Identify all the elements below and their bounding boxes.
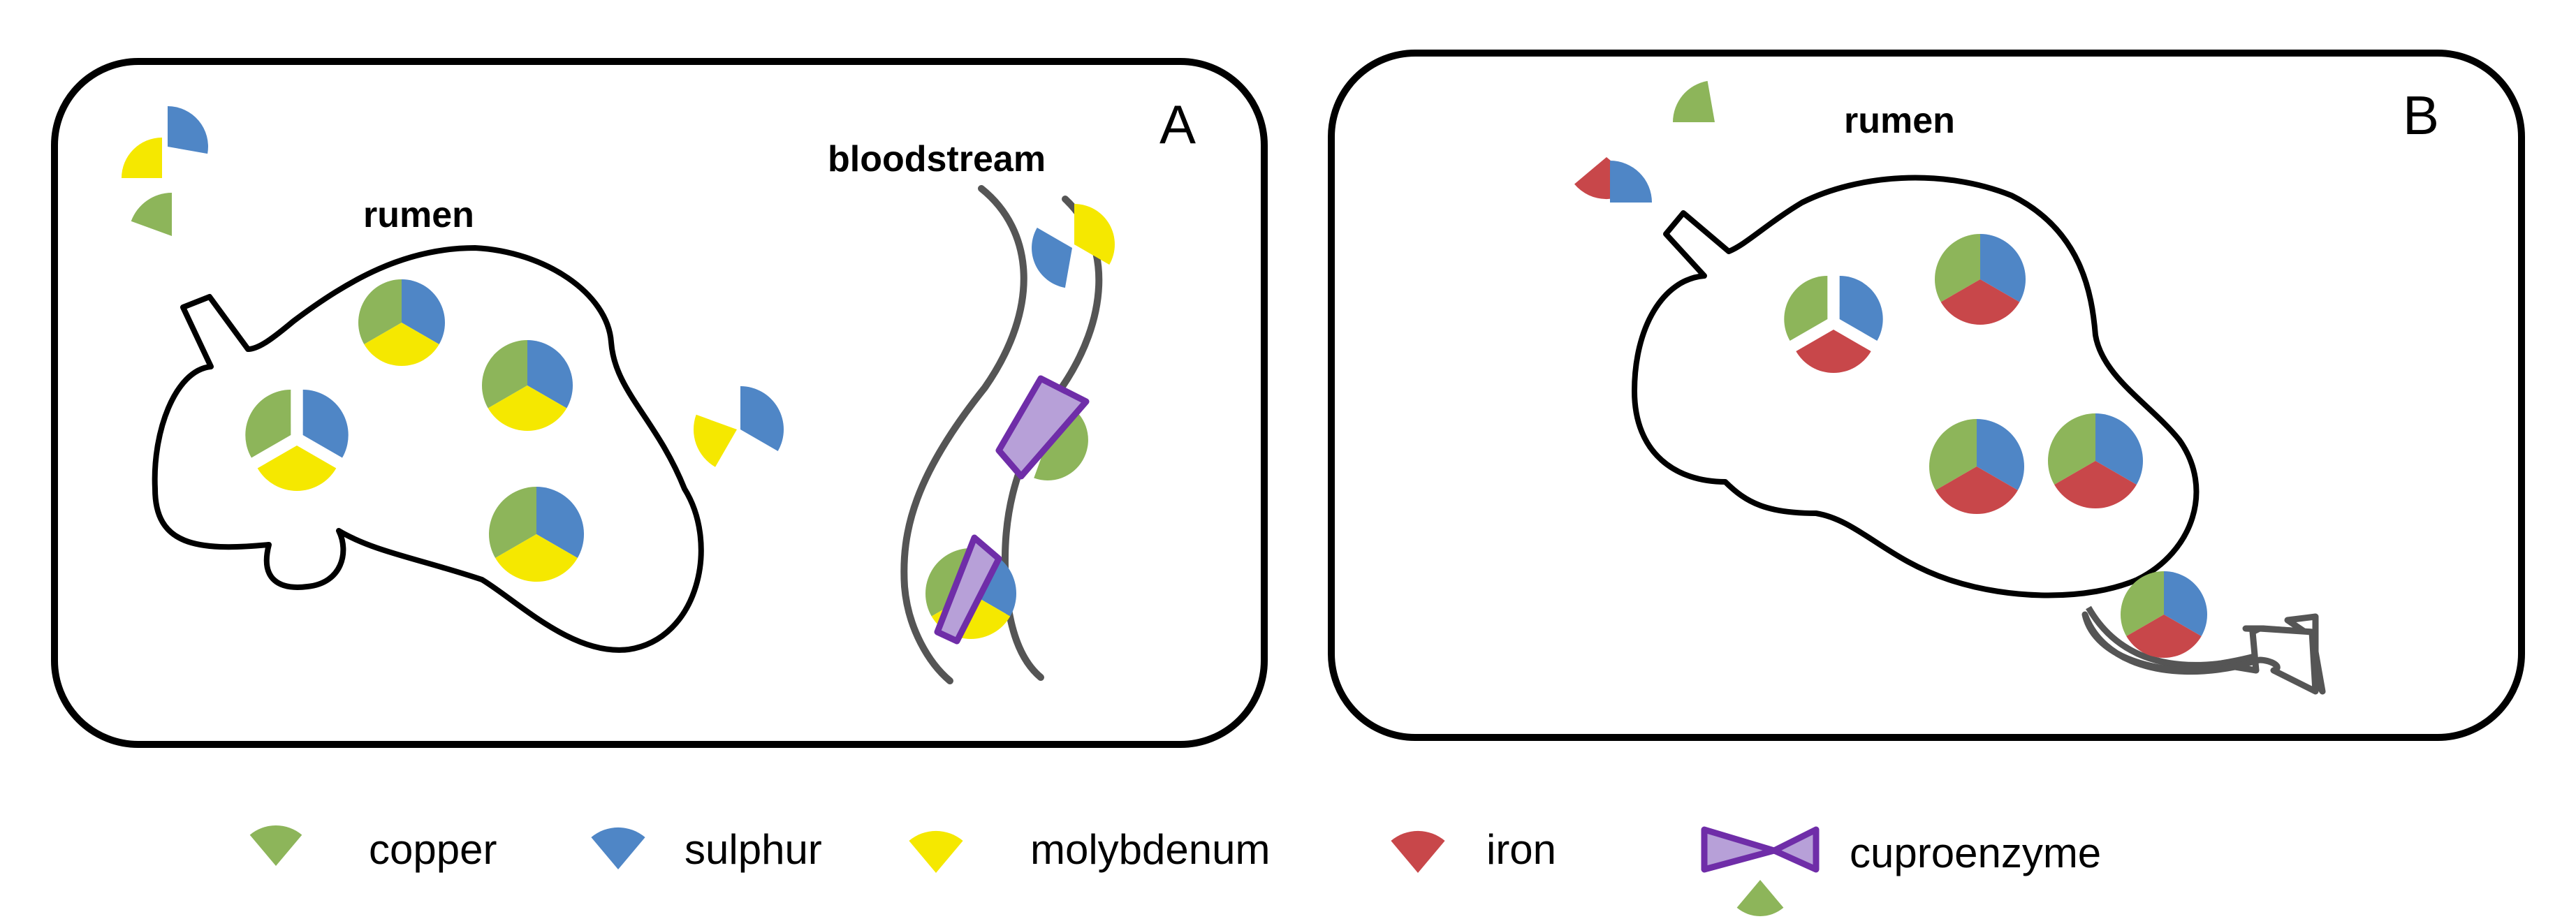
panel-a-loose-sulphur <box>168 106 208 154</box>
panel-a-molecule-3 <box>245 389 349 492</box>
legend-swatches <box>249 825 1784 916</box>
panel-b: B rumen <box>1328 50 2525 741</box>
panel-a-molecule-2-copper-segment <box>481 340 527 409</box>
panel-b-molecule-4 <box>2047 413 2144 509</box>
panel-a-molecule-4-molybdenum-segment <box>495 534 578 582</box>
panel-b-molecule-4-copper-segment <box>2047 413 2095 485</box>
panel-a-molecule-1-sulphur-segment <box>402 279 446 344</box>
panel-b-molecule-1-copper-segment <box>1784 276 1828 341</box>
panel-a-loose-copper <box>131 193 172 236</box>
panel-a-molecule-2 <box>481 340 573 432</box>
panel-b-rumen-stomach-icon <box>1632 175 2200 598</box>
panel-b-molecule-2 <box>1934 234 2026 325</box>
panel-b-molecule-excreted <box>2120 571 2208 659</box>
panel-a-cuproenzyme-icon-1 <box>995 375 1090 480</box>
legend-label-sulphur: sulphur <box>685 826 822 873</box>
panel-a-molecule-4 <box>488 487 585 582</box>
legend-label-copper: copper <box>369 826 497 873</box>
panel-b-molecule-2-copper-segment <box>1934 234 1980 302</box>
panel-b-molecule-3-iron-segment <box>1935 466 2018 515</box>
panel-a-free-molybdenum <box>693 414 737 467</box>
panel-a-free-sulphur <box>740 386 784 451</box>
panel-a-molecule-2-molybdenum-segment <box>488 385 567 432</box>
panel-a-molecule-1-copper-segment <box>358 279 402 344</box>
legend-cuproenzyme-icon <box>1701 826 1820 873</box>
panel-b-letter: B <box>2403 84 2439 146</box>
panel-a-blood-sulphur <box>1032 228 1072 288</box>
panel-a-loose-molybdenum <box>122 138 162 178</box>
panel-b-loose-copper <box>1673 80 1715 122</box>
panel-b-molecule-excreted-iron-segment <box>2126 615 2202 659</box>
panel-a-cuproenzyme-icon-2 <box>934 534 1002 645</box>
panel-a: A rumen bloodstream <box>51 58 1268 748</box>
panel-b-molecule-1-iron-segment <box>1796 330 1871 374</box>
panel-a-molecule-1 <box>358 279 446 367</box>
legend-swatch-cuproenzyme-copper-icon <box>1736 880 1784 916</box>
panel-a-cuproenzyme-2 <box>934 534 1002 645</box>
legend-swatch-molybdenum-icon <box>909 830 963 873</box>
legend-swatch-copper-icon <box>249 825 302 866</box>
panel-a-bloodstream-left-wall <box>900 185 1027 684</box>
panel-b-molecule-1 <box>1784 276 1883 374</box>
legend-swatch-iron-icon <box>1391 830 1445 873</box>
panel-b-molecules <box>1574 80 2208 659</box>
panel-b-molecule-2-iron-segment <box>1940 279 2020 325</box>
panel-a-molecule-3-molybdenum-segment <box>257 446 337 492</box>
legend-label-iron: iron <box>1486 826 1556 873</box>
panel-b-molecule-excreted-copper-segment <box>2120 571 2164 636</box>
panel-b-molecule-2-sulphur-segment <box>1980 234 2026 302</box>
panel-b-molecule-4-iron-segment <box>2054 461 2137 509</box>
panel-b-molecule-4-sulphur-segment <box>2095 413 2144 485</box>
panel-a-rumen-label: rumen <box>363 195 474 235</box>
panel-a-molecule-4-copper-segment <box>488 487 536 558</box>
panel-a-molecule-2-sulphur-segment <box>527 340 573 409</box>
panel-a-molecules <box>122 106 1115 640</box>
legend-label-cuproenzyme: cuproenzyme <box>1850 830 2101 876</box>
panel-b-molecule-1-sulphur-segment <box>1839 276 1883 341</box>
panel-a-letter: A <box>1159 94 1196 155</box>
panel-a-blood-molybdenum <box>1074 204 1115 265</box>
legend-swatch-sulphur-icon <box>591 827 645 869</box>
panel-a-molecule-3-sulphur-segment <box>302 390 349 458</box>
panel-a-bloodstream-label: bloodstream <box>828 139 1046 179</box>
panel-a-molecule-4-sulphur-segment <box>536 487 585 558</box>
panel-a-cuproenzyme-1 <box>995 375 1090 480</box>
panel-a-blood-copper-1 <box>1034 409 1088 480</box>
panel-a-molecule-1-molybdenum-segment <box>364 323 439 367</box>
panel-b-molecule-3 <box>1929 419 2025 515</box>
panel-b-loose-sulphur <box>1610 161 1652 203</box>
panel-b-molecule-excreted-sulphur-segment <box>2164 571 2208 636</box>
legend: copper sulphur molybdenum iron cuproenzy… <box>249 825 2101 916</box>
panel-b-molecule-3-copper-segment <box>1929 419 1977 490</box>
panel-a-molecule-3-copper-segment <box>245 389 291 458</box>
panel-b-rumen-label: rumen <box>1844 101 1955 141</box>
panel-b-molecule-3-sulphur-segment <box>1977 419 2025 490</box>
legend-label-molybdenum: molybdenum <box>1030 826 1271 873</box>
panel-b-excretion-arrow-shape <box>2081 611 2319 695</box>
